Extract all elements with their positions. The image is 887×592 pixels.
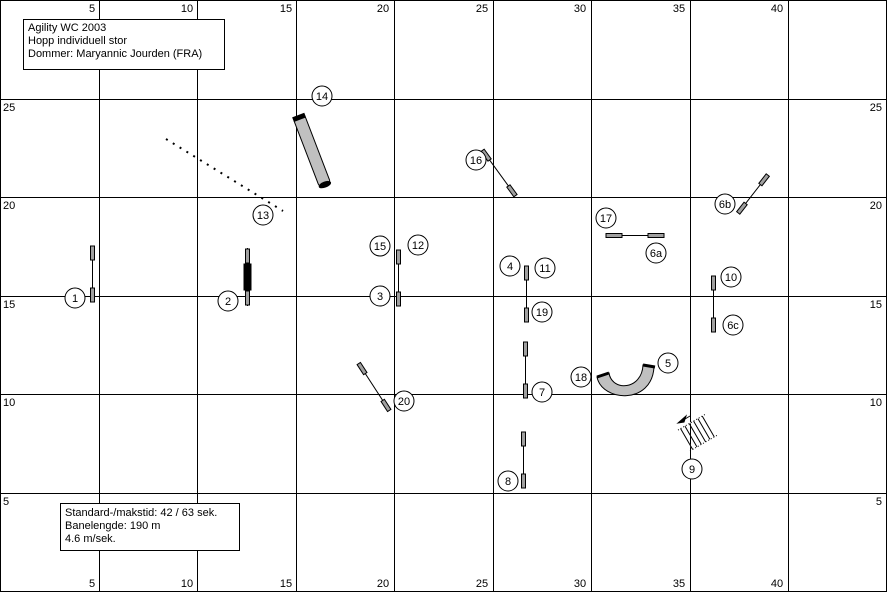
jump-1 <box>90 245 95 303</box>
bottom-tick-label: 40 <box>771 578 783 590</box>
number-marker: 18 <box>570 366 592 388</box>
number-label: 3 <box>377 291 383 303</box>
jump-17-6a <box>605 233 665 238</box>
obstacle-numbers: 1 2 3 4 5 6a 6b 6c 7 8 9 10 11 12 13 14 … <box>64 85 744 492</box>
top-tick-label: 40 <box>771 3 783 15</box>
number-marker: 13 <box>252 204 274 226</box>
number-label: 5 <box>665 358 671 370</box>
number-label: 12 <box>412 240 424 252</box>
number-label: 11 <box>539 263 550 275</box>
course-info-footer: Standard-/makstid: 42 / 63 sek. Baneleng… <box>60 503 240 551</box>
jump-2 <box>243 248 252 306</box>
event-title: Agility WC 2003 <box>28 22 107 34</box>
number-marker: 8 <box>497 470 519 492</box>
obstacles <box>90 112 771 489</box>
number-marker: 6a <box>645 242 667 264</box>
left-tick-label: 15 <box>3 299 15 311</box>
judge-name: Dommer: Maryannic Jourden (FRA) <box>28 48 203 60</box>
top-tick-label: 30 <box>574 3 586 15</box>
top-tick-label: 10 <box>181 3 193 15</box>
jump-3-15 <box>396 249 401 307</box>
top-tick-label: 5 <box>89 3 95 15</box>
jump-8 <box>521 431 526 489</box>
top-tick-label: 25 <box>476 3 488 15</box>
number-label: 16 <box>470 155 482 167</box>
bottom-tick-label: 15 <box>280 578 292 590</box>
number-marker: 15 <box>369 235 391 257</box>
number-label: 7 <box>539 387 545 399</box>
number-marker: 14 <box>311 85 333 107</box>
right-tick-label: 20 <box>870 200 882 212</box>
top-tick-label: 20 <box>377 3 389 15</box>
tunnel-5-18 <box>596 363 656 397</box>
bottom-tick-label: 30 <box>574 578 586 590</box>
right-tick-label: 15 <box>870 299 882 311</box>
number-marker: 9 <box>681 458 703 480</box>
bottom-tick-label: 10 <box>181 578 193 590</box>
left-tick-label: 10 <box>3 397 15 409</box>
course-info-header: Agility WC 2003 Hopp individuell stor Do… <box>23 19 225 70</box>
top-tick-label: 35 <box>673 3 685 15</box>
left-tick-label: 20 <box>3 200 15 212</box>
jump-10-6c <box>711 275 716 333</box>
jump-16 <box>480 148 518 198</box>
number-marker: 2 <box>217 290 239 312</box>
number-marker: 19 <box>531 301 553 323</box>
jump-6b <box>735 173 771 215</box>
number-label: 2 <box>225 296 231 308</box>
top-tick-label: 15 <box>280 3 292 15</box>
number-marker: 10 <box>720 266 742 288</box>
weave-9-arrow <box>676 414 691 424</box>
number-label: 1 <box>72 293 78 305</box>
number-marker: 5 <box>657 352 679 374</box>
jump-4-11-19 <box>524 265 529 323</box>
bottom-tick-label: 5 <box>89 578 95 590</box>
right-tick-label: 5 <box>876 496 882 508</box>
number-marker: 12 <box>407 234 429 256</box>
bottom-tick-label: 35 <box>673 578 685 590</box>
number-marker: 17 <box>595 207 617 229</box>
number-label: 19 <box>536 307 548 319</box>
number-label: 20 <box>398 396 410 408</box>
number-marker: 11 <box>534 257 556 279</box>
axis-labels: 5 10 15 20 25 30 35 40 5 10 15 20 25 30 … <box>3 3 882 590</box>
number-label: 4 <box>507 261 513 273</box>
number-marker: 6b <box>714 193 736 215</box>
number-label: 13 <box>257 210 269 222</box>
course-length: Banelengde: 190 m <box>65 520 161 532</box>
tunnel-14 <box>292 112 332 189</box>
number-marker: 1 <box>64 287 86 309</box>
number-marker: 20 <box>393 390 415 412</box>
weave-9 <box>677 414 718 452</box>
left-tick-label: 5 <box>3 496 9 508</box>
number-label: 17 <box>600 213 612 225</box>
class-name: Hopp individuell stor <box>28 35 128 47</box>
number-marker: 7 <box>531 381 553 403</box>
bottom-tick-label: 25 <box>476 578 488 590</box>
jump-20 <box>356 361 392 413</box>
right-tick-label: 25 <box>870 102 882 114</box>
left-tick-label: 25 <box>3 102 15 114</box>
course-time: Standard-/makstid: 42 / 63 sek. <box>65 507 218 519</box>
number-label: 6c <box>727 320 739 332</box>
number-label: 9 <box>689 464 695 476</box>
number-label: 10 <box>725 272 737 284</box>
number-marker: 3 <box>369 285 391 307</box>
number-label: 6b <box>719 199 731 211</box>
number-marker: 4 <box>499 255 521 277</box>
jump-7 <box>523 341 528 399</box>
number-label: 14 <box>316 91 328 103</box>
number-label: 6a <box>650 248 663 260</box>
bottom-tick-label: 20 <box>377 578 389 590</box>
course-speed: 4.6 m/sek. <box>65 533 116 545</box>
number-marker: 6c <box>722 314 744 336</box>
number-label: 8 <box>505 476 511 488</box>
number-label: 18 <box>575 372 587 384</box>
number-marker: 16 <box>465 149 487 171</box>
number-label: 15 <box>374 241 386 253</box>
right-tick-label: 10 <box>870 397 882 409</box>
